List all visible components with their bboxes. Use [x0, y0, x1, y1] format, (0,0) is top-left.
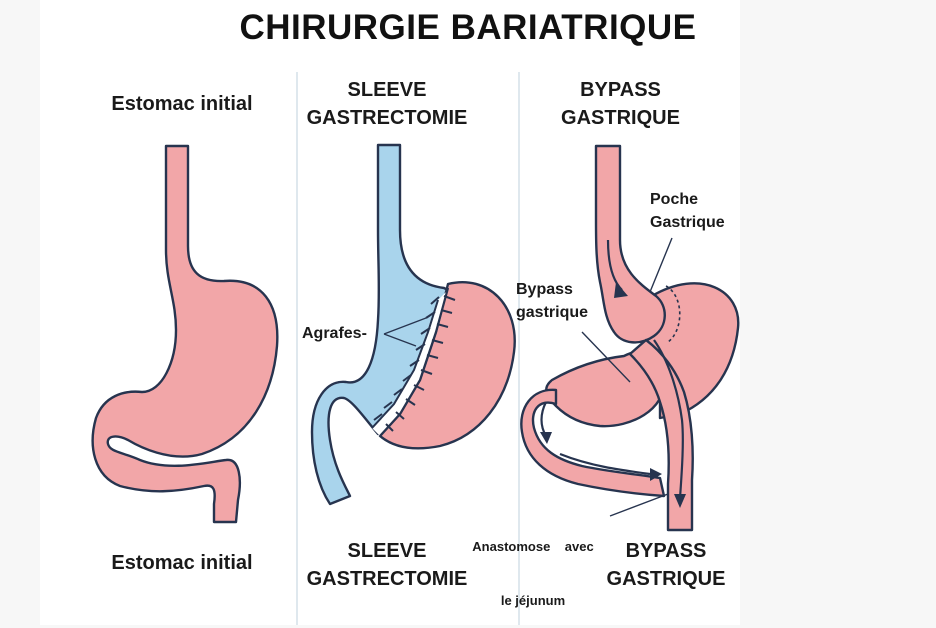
anastomose-label: Anastomose avec le jéjunum [472, 539, 594, 608]
sleeve-top-label: SLEEVE GASTRECTOMIE [306, 79, 468, 129]
staples [373, 295, 456, 432]
agrafes-label: Agrafes- [302, 325, 367, 342]
bypass-stomach [520, 144, 740, 532]
sleeve-stomach [310, 143, 516, 506]
page-title: CHIRURGIE BARIATRIQUE [239, 8, 697, 47]
sleeve-bottom-label: SLEEVE GASTRECTOMIE [306, 540, 468, 590]
panel-divider-2 [518, 72, 520, 625]
arrow-heads [540, 282, 686, 508]
initial-stomach [91, 144, 279, 524]
bypass-gastrique-label: Bypass gastrique [516, 281, 589, 321]
bypass-bottom-label: BYPASS GASTRIQUE [606, 540, 726, 590]
bypass-top-label: BYPASS GASTRIQUE [561, 79, 680, 129]
panel-divider-1 [296, 72, 298, 625]
initial-top-label: Estomac initial [111, 93, 253, 115]
initial-bottom-label: Estomac initial [111, 552, 253, 574]
poche-gastrique-label: Poche Gastrique [650, 191, 725, 231]
